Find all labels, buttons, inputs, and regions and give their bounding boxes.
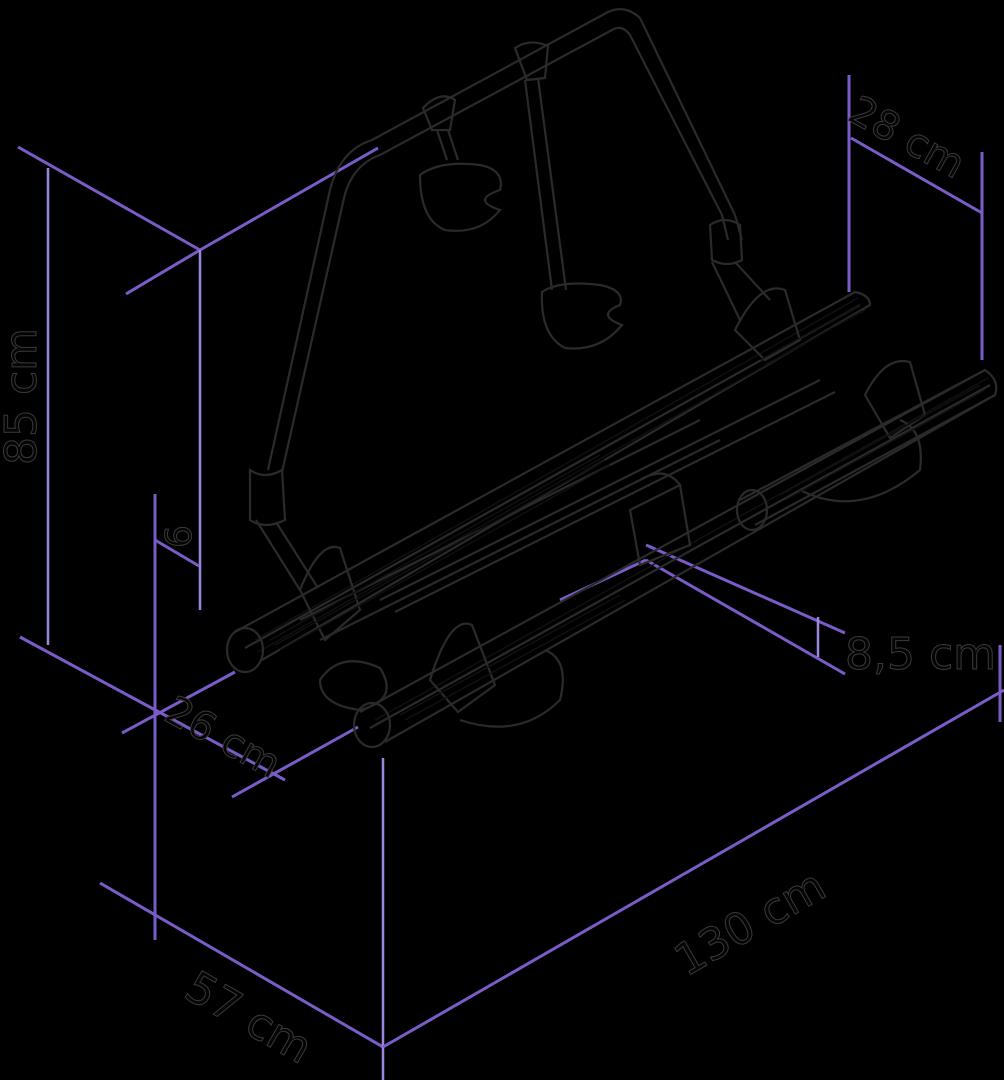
dim-depth-57 — [99, 881, 384, 1049]
rail-ribbing — [269, 304, 986, 721]
dim-hinge-6 — [153, 494, 200, 940]
dimension-lines — [17, 75, 1004, 1080]
dim-mount-8-5 — [559, 543, 846, 676]
label-hinge-6: 6 — [159, 525, 201, 549]
dim-spacing-28 — [847, 75, 984, 360]
dim-height-85 — [17, 145, 379, 645]
carrier-body — [225, 7, 998, 749]
label-mount-8-5: 8,5 cm — [844, 629, 997, 680]
label-height-85: 85 cm — [0, 327, 48, 465]
dim-rail-26 — [19, 635, 359, 799]
dim-width-130 — [382, 645, 1004, 1049]
